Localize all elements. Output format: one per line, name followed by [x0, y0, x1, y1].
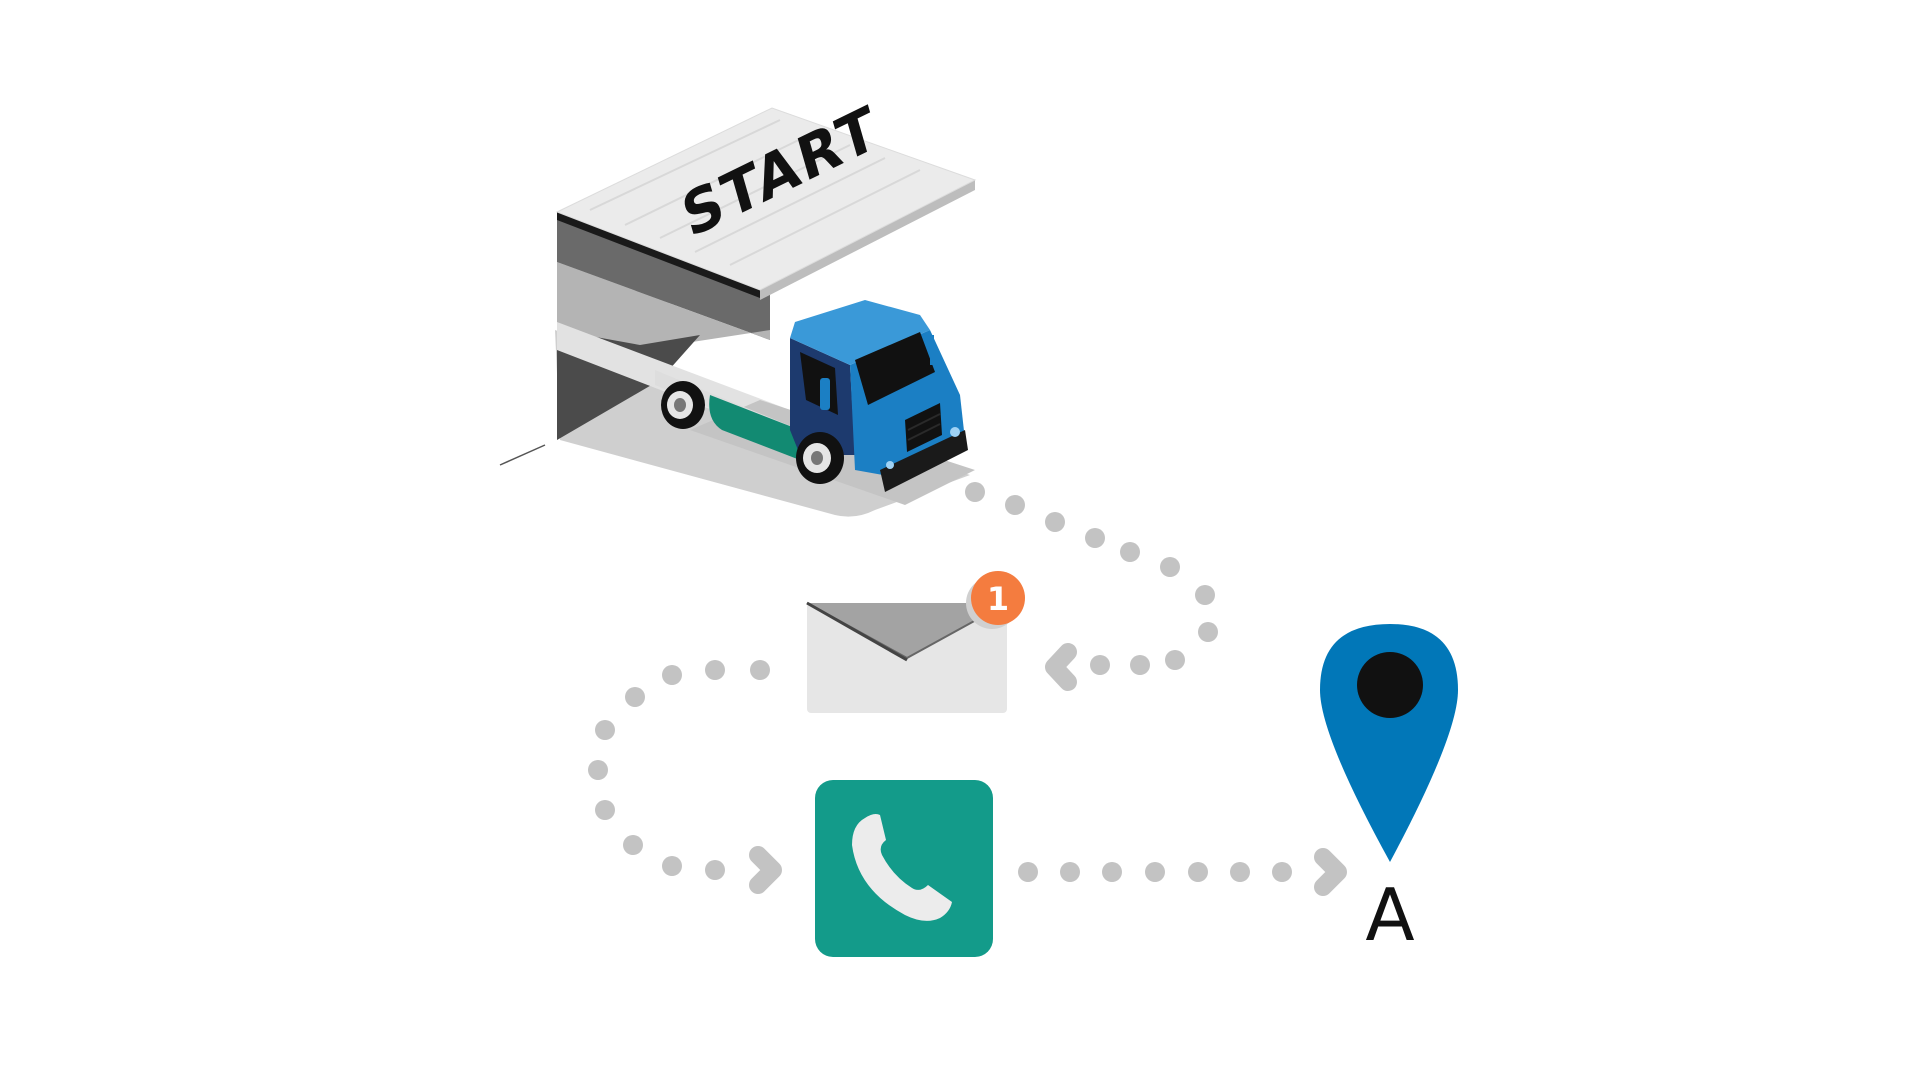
truck-grille	[905, 403, 942, 452]
dock-wall-mid	[557, 262, 770, 350]
map-pin-icon	[1320, 624, 1458, 862]
truck-windshield	[855, 332, 935, 405]
envelope-icon	[806, 601, 1008, 713]
route-dots	[588, 482, 1292, 882]
notification-badge-count: 1	[987, 580, 1009, 618]
notification-badge: 1	[966, 571, 1025, 629]
arrow-to-pin	[1314, 848, 1347, 896]
front-wheel	[796, 432, 844, 484]
phone-handset	[852, 814, 952, 921]
arrow-to-phone	[749, 846, 782, 894]
truck-bumper	[880, 430, 968, 492]
destination-label: A	[1365, 873, 1414, 957]
dock-ground-line	[499, 444, 546, 466]
phone-icon	[815, 780, 993, 957]
truck-icon	[655, 300, 975, 505]
roof-sign-edge	[557, 212, 760, 298]
roof-sign-side	[760, 180, 975, 300]
arrow-to-envelope	[1045, 643, 1077, 691]
truck-chassis	[709, 395, 800, 460]
roof-sign-top	[555, 107, 977, 291]
rear-wheel	[661, 381, 705, 429]
roof-sign-lines	[589, 119, 921, 266]
truck-cab-roof	[790, 300, 930, 365]
route-arrowheads	[749, 643, 1347, 896]
dock-wall-upper	[557, 212, 770, 340]
